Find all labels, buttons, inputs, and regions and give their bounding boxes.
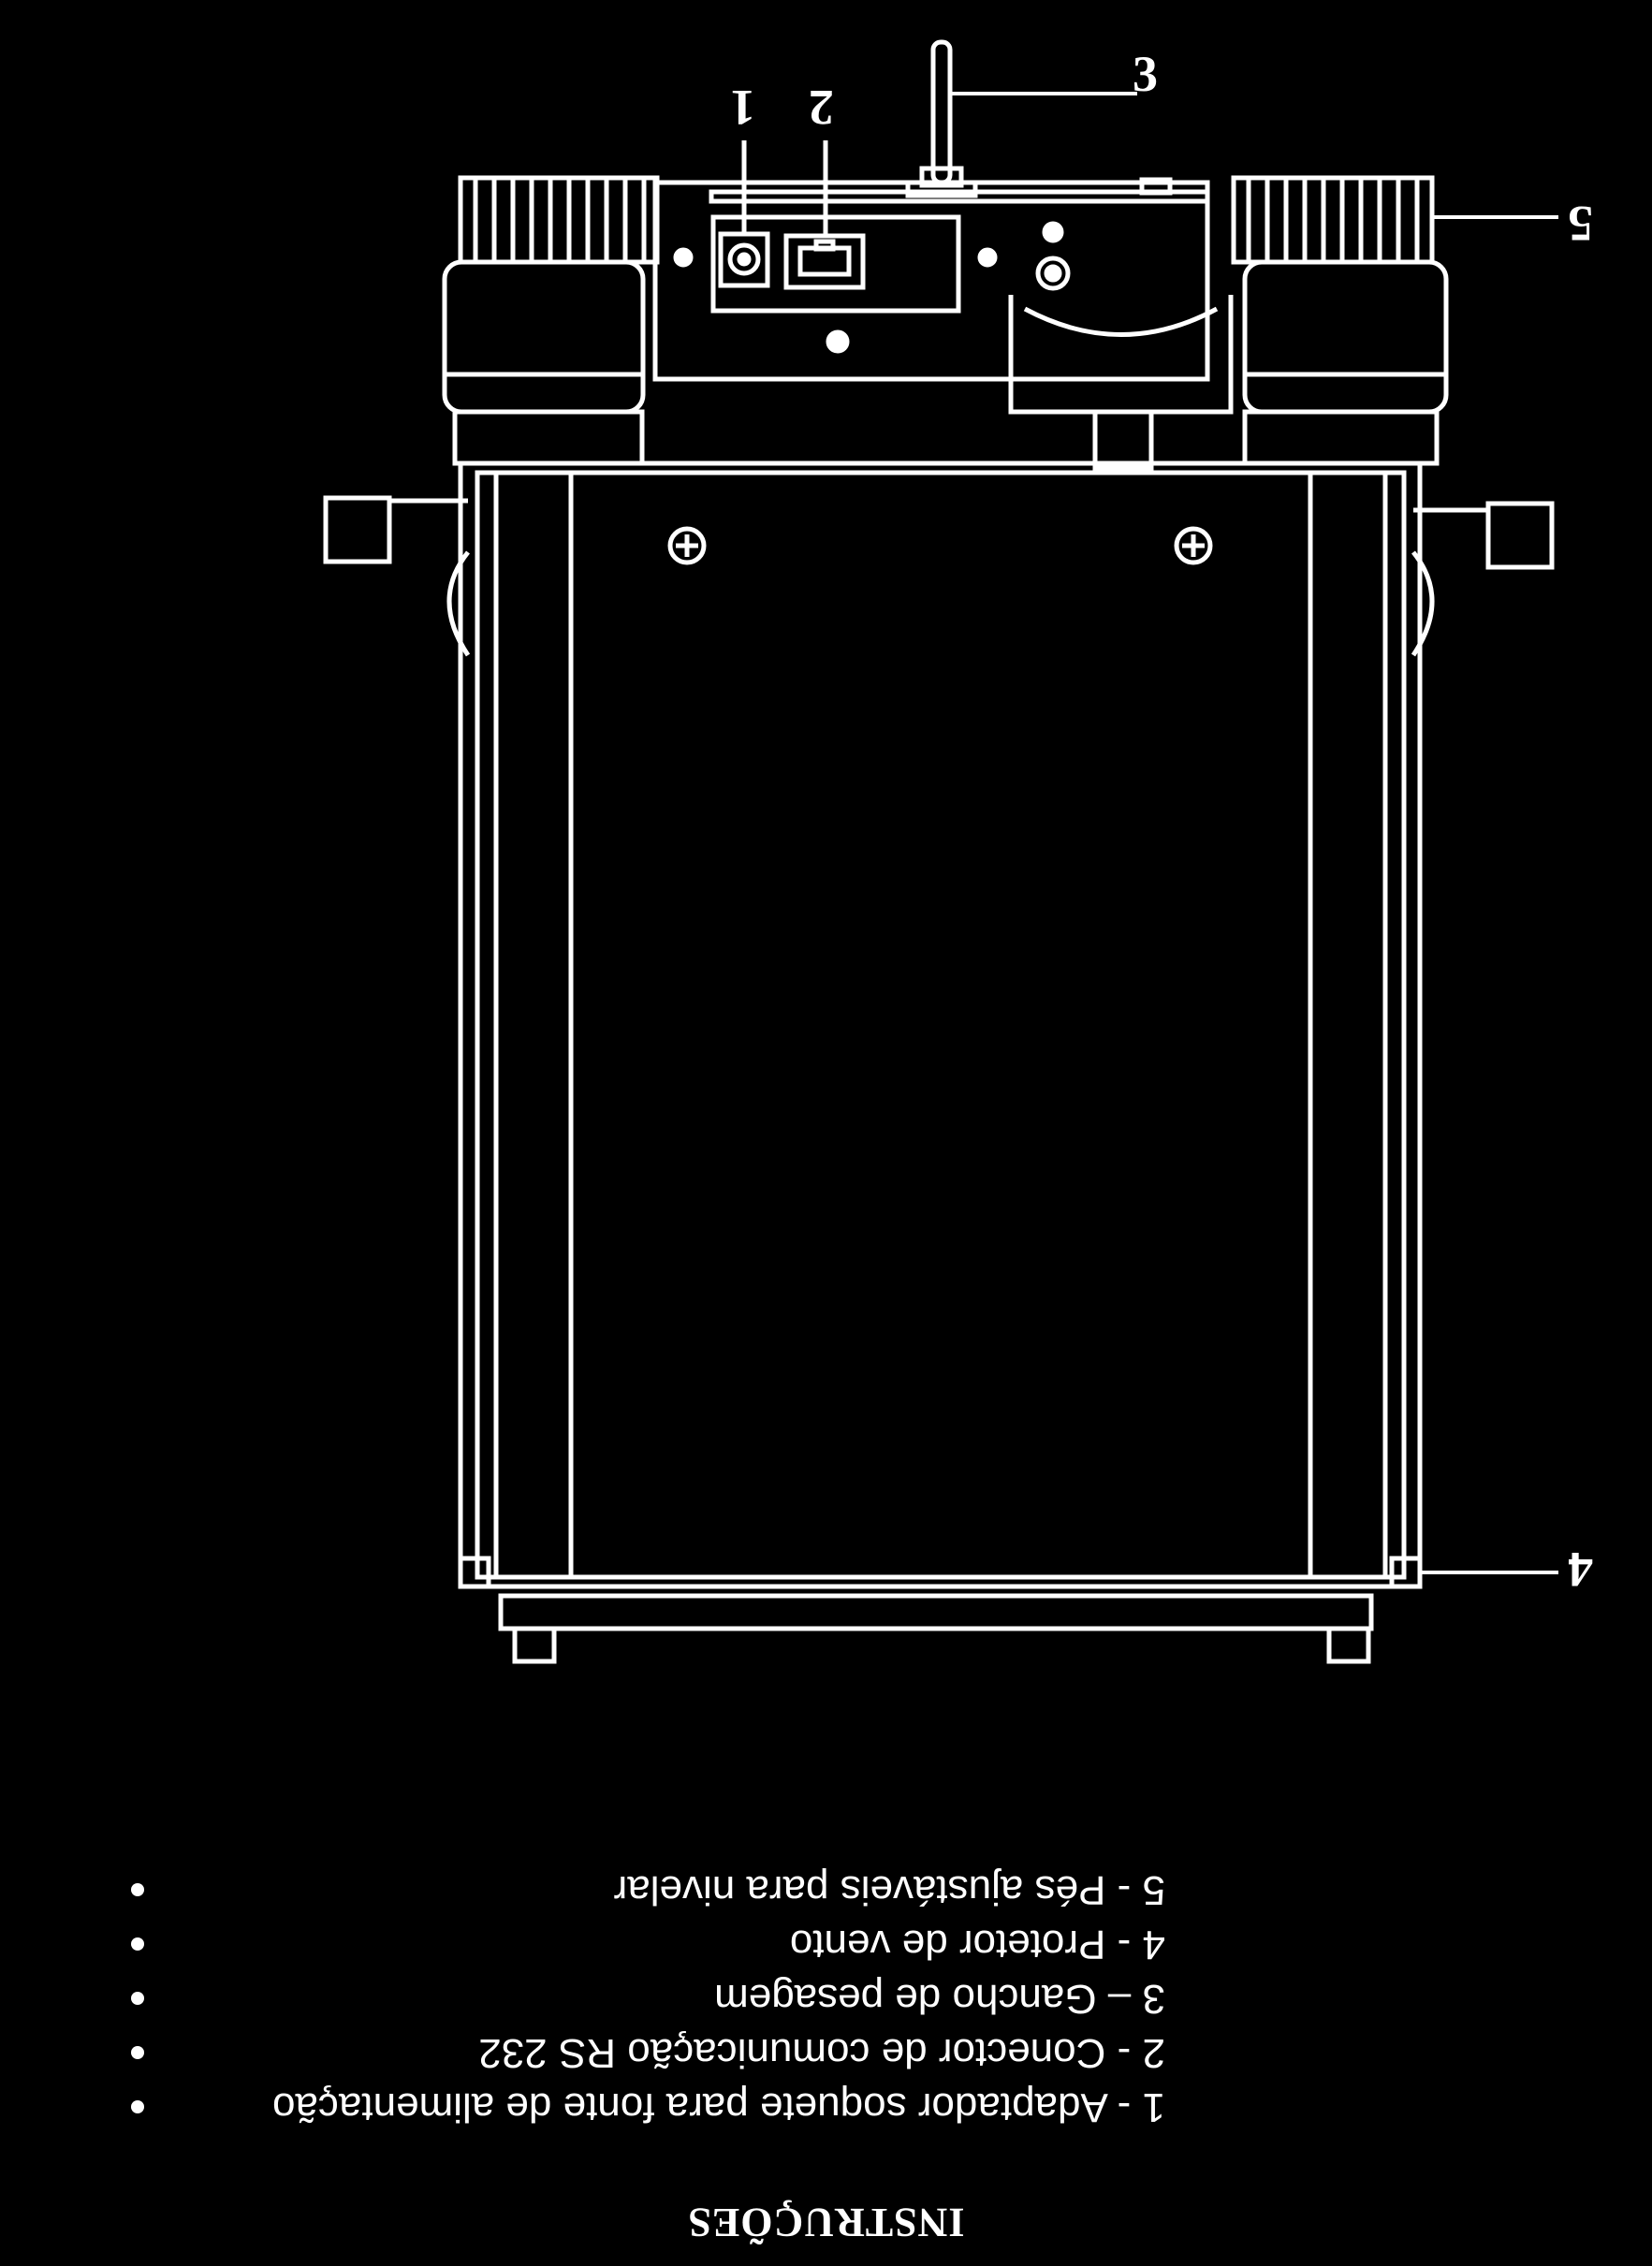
callout-3: 3 [1133,46,1158,102]
list-item-label: 4 - Protetor de vento [789,1922,1165,1967]
leveling-foot-icon [1231,175,1449,466]
instructions-title: INSTRUÇÕES [687,2200,965,2245]
callout-1: 1 [730,80,755,136]
list-item: 1 - Adaptador soquete para fonte de alim… [0,2080,1652,2134]
callout-5: 5 [1568,196,1593,252]
list-item-label: 3 – Gancho de pesagem [714,1976,1165,2022]
list-item-label: 5 - Pés ajustáveis para nivelar [613,1867,1165,1913]
base [498,1593,1374,1631]
bullet-icon [131,2046,144,2059]
list-item: 3 – Gancho de pesagem [0,1971,1652,2025]
list-item: 5 - Pés ajustáveis para nivelar [0,1863,1652,1917]
bullet-icon [131,1992,144,2005]
instructions-legend: 1 - Adaptador soquete para fonte de alim… [0,1863,1652,2134]
bullet-icon [131,2100,144,2113]
bullet-icon [131,1883,144,1896]
callout-2: 2 [809,80,834,136]
list-item: 2 - Conector de comunicação RS 232 [0,2025,1652,2080]
leveling-foot-icon [442,175,660,466]
connector-panel [710,214,961,314]
bullet-icon [131,1937,144,1951]
weighing-hook-icon [905,39,978,198]
list-item-label: 1 - Adaptador soquete para fonte de alim… [271,2084,1165,2130]
wind-guard [458,461,1423,1589]
list-item: 4 - Protetor de vento [0,1917,1652,1971]
instructions-section: INSTRUÇÕES 1 - Adaptador soquete para fo… [0,1760,1652,2265]
top-plate [652,180,1210,382]
balance-body-drawing [323,39,1558,1664]
power-socket-icon [718,231,770,288]
callout-4: 4 [1568,1542,1593,1598]
rs232-port-icon [783,233,866,290]
list-item-label: 2 - Conector de comunicação RS 232 [478,2030,1165,2076]
